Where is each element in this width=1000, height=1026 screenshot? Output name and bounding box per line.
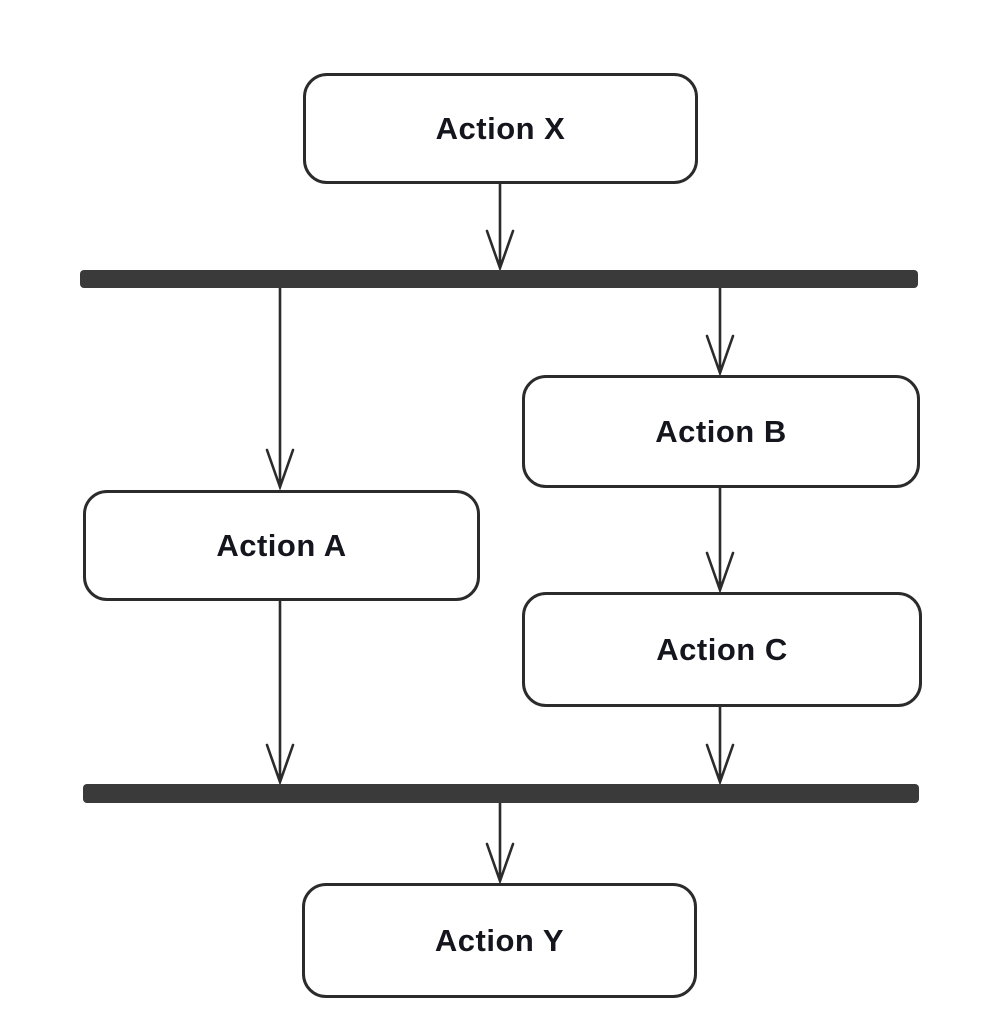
action-node-a-label: Action A [216,527,347,563]
action-node-b-label: Action B [655,413,787,449]
fork-bar [80,270,918,288]
edge-a-to-join-arrow [265,599,295,786]
action-node-a: Action A [83,490,480,601]
edge-c-to-join-arrow [705,705,735,786]
edge-b-to-c-arrow [705,486,735,594]
edge-fork-to-a-arrow [265,286,295,491]
action-node-x-label: Action X [435,110,566,146]
action-node-c-label: Action C [656,631,788,667]
action-node-y: Action Y [302,883,697,998]
action-node-x: Action X [303,73,698,184]
edge-fork-to-b-arrow [705,286,735,377]
action-node-y-label: Action Y [434,922,565,958]
edge-x-to-fork-arrow [485,182,515,272]
action-node-b: Action B [522,375,920,488]
edge-join-to-y-arrow [485,801,515,885]
join-bar [83,784,919,803]
action-node-c: Action C [522,592,922,707]
